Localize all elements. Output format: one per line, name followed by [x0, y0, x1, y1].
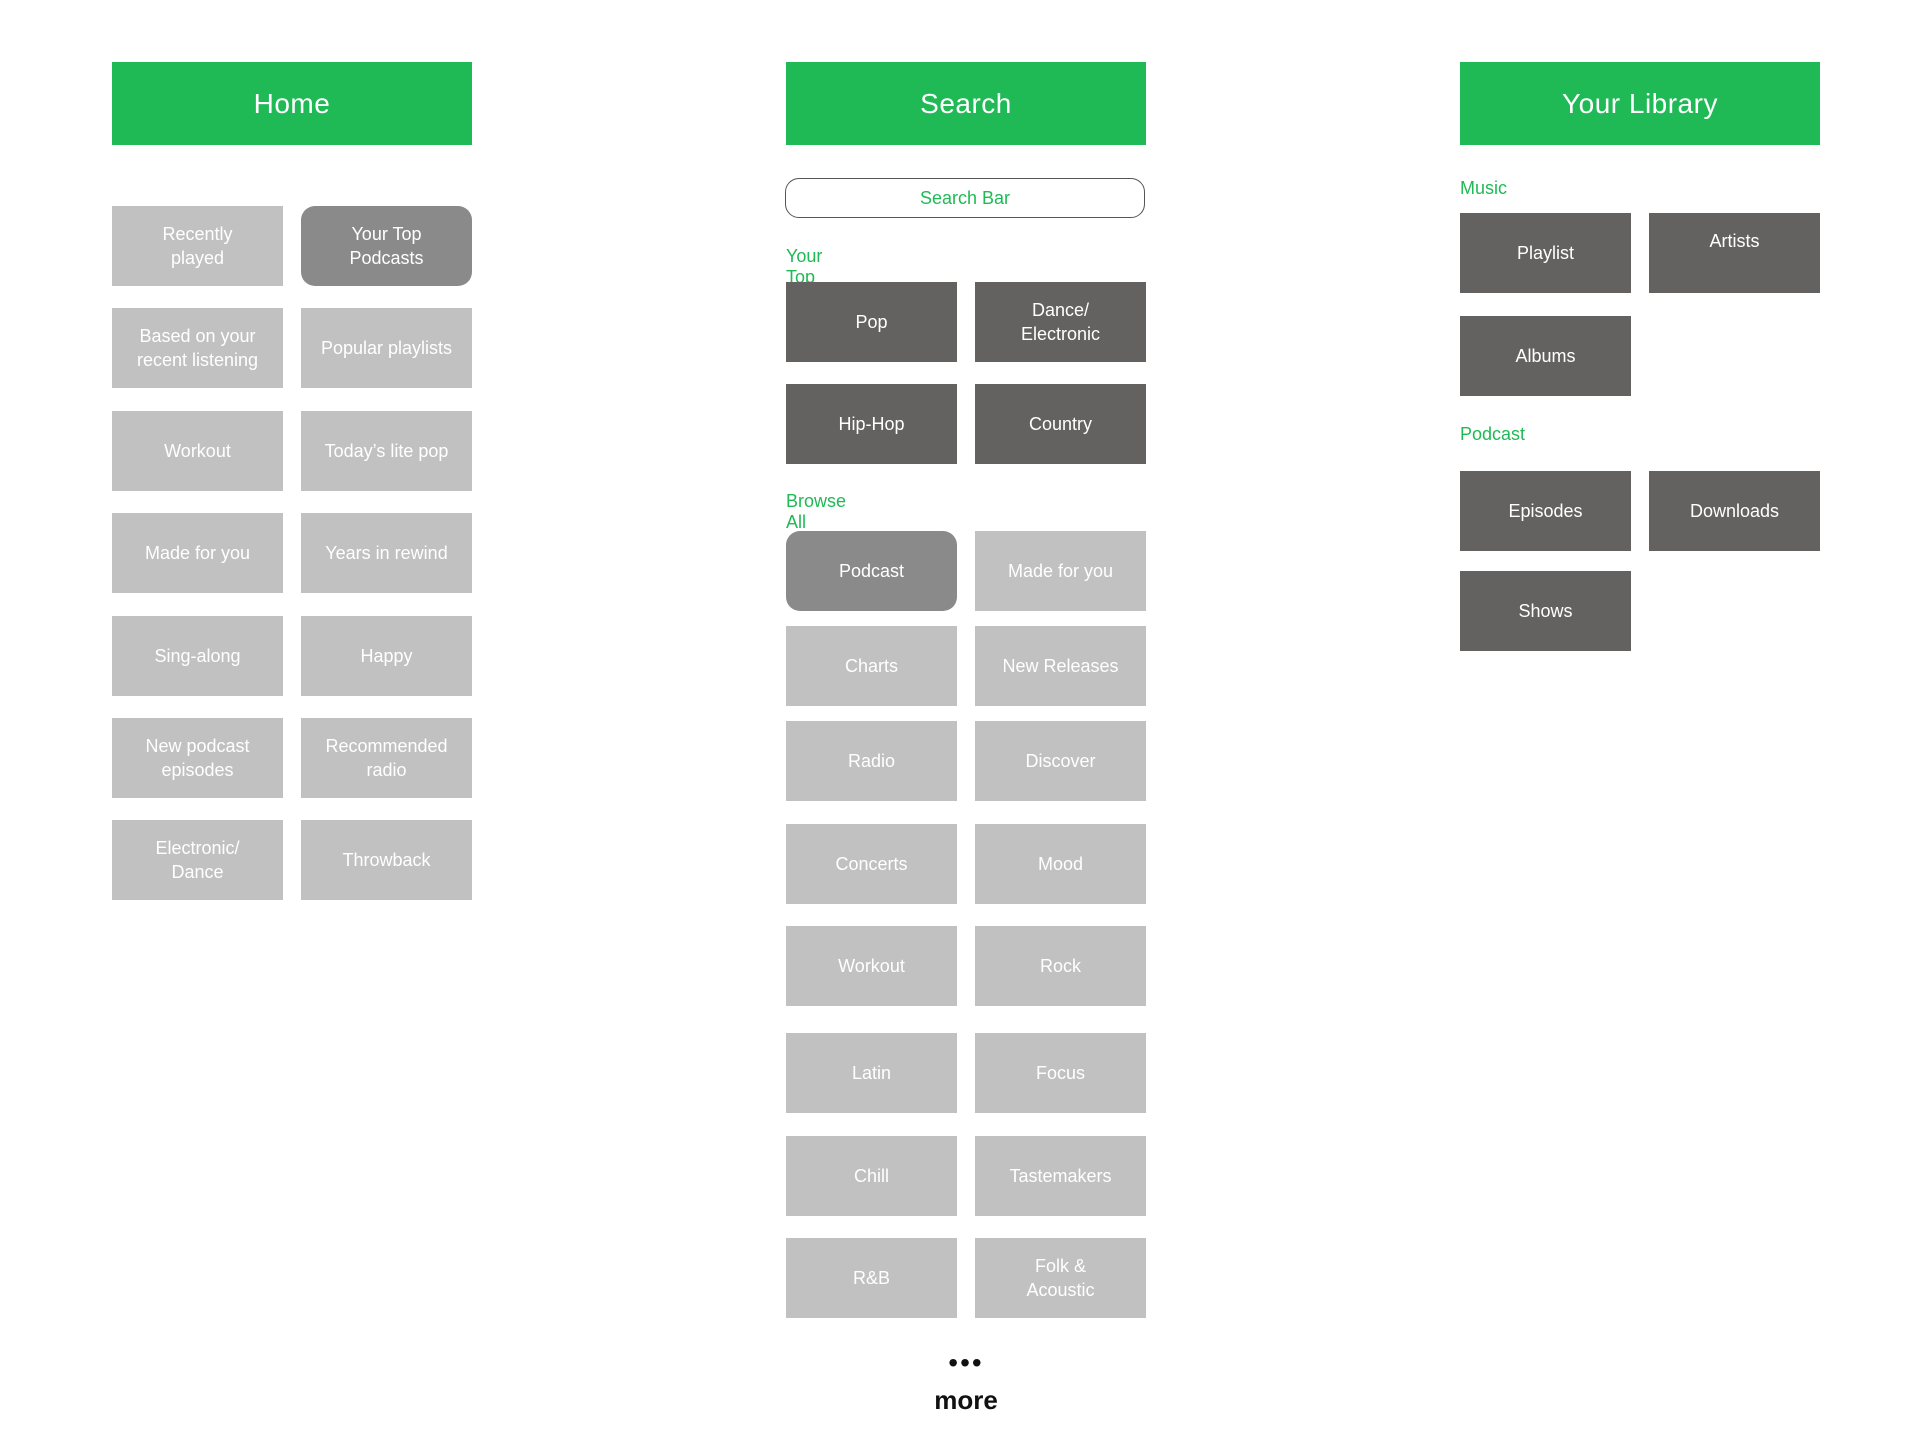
browse-tile-radio[interactable]: Radio	[786, 721, 957, 801]
genre-tile-pop[interactable]: Pop	[786, 282, 957, 362]
browse-tile-discover[interactable]: Discover	[975, 721, 1146, 801]
browse-tile-charts[interactable]: Charts	[786, 626, 957, 706]
home-tile-recently-played[interactable]: Recently played	[112, 206, 283, 286]
library-tile-shows[interactable]: Shows	[1460, 571, 1631, 651]
home-tile-happy[interactable]: Happy	[301, 616, 472, 696]
browse-tile-latin[interactable]: Latin	[786, 1033, 957, 1113]
home-tile-years-in-rewind[interactable]: Years in rewind	[301, 513, 472, 593]
home-tile-workout[interactable]: Workout	[112, 411, 283, 491]
browse-tile-new-releases[interactable]: New Releases	[975, 626, 1146, 706]
more-link[interactable]: more	[934, 1385, 998, 1415]
browse-tile-concerts[interactable]: Concerts	[786, 824, 957, 904]
library-tile-episodes[interactable]: Episodes	[1460, 471, 1631, 551]
home-tile-throwback[interactable]: Throwback	[301, 820, 472, 900]
library-tile-artists[interactable]: Artists	[1649, 213, 1820, 293]
more-ellipsis-icon[interactable]: •••	[948, 1347, 984, 1378]
browse-tile-chill[interactable]: Chill	[786, 1136, 957, 1216]
genre-tile-dance-electronic[interactable]: Dance/ Electronic	[975, 282, 1146, 362]
home-tile-recent-listening[interactable]: Based on your recent listening	[112, 308, 283, 388]
library-tile-playlist[interactable]: Playlist	[1460, 213, 1631, 293]
browse-tile-folk-acoustic[interactable]: Folk & Acoustic	[975, 1238, 1146, 1318]
search-header[interactable]: Search	[786, 62, 1146, 145]
browse-tile-made-for-you[interactable]: Made for you	[975, 531, 1146, 611]
browse-tile-workout[interactable]: Workout	[786, 926, 957, 1006]
library-tile-albums[interactable]: Albums	[1460, 316, 1631, 396]
podcast-label: Podcast	[1460, 424, 1526, 444]
browse-tile-tastemakers[interactable]: Tastemakers	[975, 1136, 1146, 1216]
browse-tile-focus[interactable]: Focus	[975, 1033, 1146, 1113]
library-header[interactable]: Your Library	[1460, 62, 1820, 145]
home-tile-electronic-dance[interactable]: Electronic/ Dance	[112, 820, 283, 900]
home-tile-popular-playlists[interactable]: Popular playlists	[301, 308, 472, 388]
genre-tile-hip-hop[interactable]: Hip-Hop	[786, 384, 957, 464]
genre-tile-country[interactable]: Country	[975, 384, 1146, 464]
browse-all-label: Browse All	[786, 491, 847, 532]
library-tile-downloads[interactable]: Downloads	[1649, 471, 1820, 551]
browse-tile-podcast[interactable]: Podcast	[786, 531, 957, 611]
home-tile-sing-along[interactable]: Sing-along	[112, 616, 283, 696]
home-tile-your-top-podcasts[interactable]: Your Top Podcasts	[301, 206, 472, 286]
home-tile-recommended-radio[interactable]: Recommended radio	[301, 718, 472, 798]
browse-tile-rock[interactable]: Rock	[975, 926, 1146, 1006]
search-input[interactable]: Search Bar	[785, 178, 1145, 218]
home-tile-todays-lite-pop[interactable]: Today’s lite pop	[301, 411, 472, 491]
music-label: Music	[1460, 178, 1508, 198]
browse-tile-mood[interactable]: Mood	[975, 824, 1146, 904]
home-tile-made-for-you[interactable]: Made for you	[112, 513, 283, 593]
home-tile-new-podcast-episodes[interactable]: New podcast episodes	[112, 718, 283, 798]
home-header[interactable]: Home	[112, 62, 472, 145]
browse-tile-rnb[interactable]: R&B	[786, 1238, 957, 1318]
